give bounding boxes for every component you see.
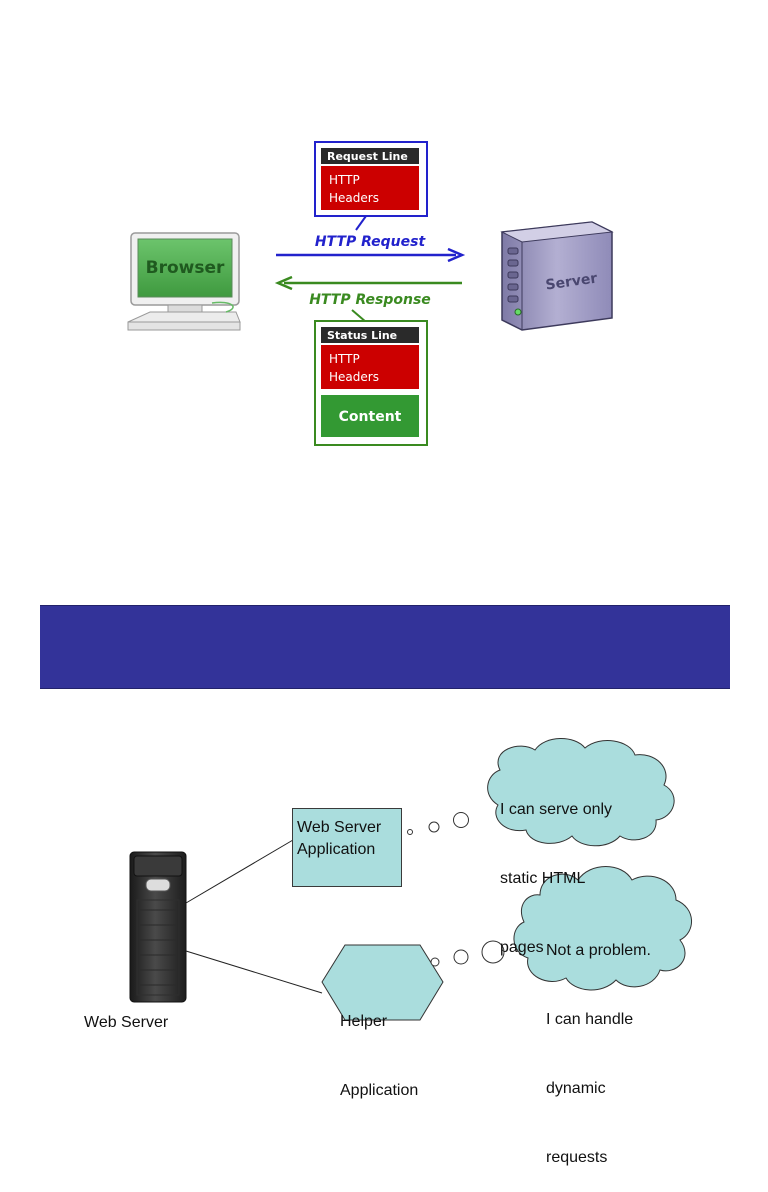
http-request-label: HTTP Request	[315, 234, 427, 250]
cloud-static-line-2: static HTML	[500, 870, 586, 887]
request-line-label: Request Line	[327, 150, 408, 163]
thought-bubbles-static	[407, 812, 469, 835]
helper-app-line-1: Helper	[340, 1013, 388, 1030]
response-headers-line-2: Headers	[329, 370, 379, 384]
thought-bubbles-dynamic	[430, 940, 505, 967]
web-server-tower-icon	[129, 851, 187, 1003]
cloud-static-line-1: I can serve only	[500, 801, 613, 818]
web-server-app-line-2: Application	[297, 841, 376, 858]
diagram-canvas: Browser Server Request Line HTTP Headers…	[127, 141, 692, 1021]
request-message-box: Request Line HTTP Headers	[314, 141, 428, 231]
response-message-box: Status Line HTTP Headers Content	[314, 309, 428, 446]
web-server-caption: Web Server	[84, 1014, 169, 1031]
browser-label: Browser	[146, 258, 225, 278]
response-headers-line-1: HTTP	[329, 352, 360, 366]
helper-app-line-2: Application	[340, 1082, 419, 1099]
blue-banner	[40, 605, 730, 689]
cloud-dynamic-line-2: I can handle	[546, 1011, 634, 1028]
browser-computer-icon: Browser	[127, 232, 241, 331]
server-icon: Server	[500, 221, 614, 331]
helper-application-label: Helper Application	[340, 964, 418, 1125]
helper-application-hexagon	[321, 944, 444, 1021]
web-server-app-line-1: Web Server	[297, 819, 382, 836]
request-headers-line-2: Headers	[329, 191, 379, 205]
cloud-dynamic-line-3: dynamic	[546, 1080, 606, 1097]
request-box-pointer	[355, 215, 367, 231]
status-line-label: Status Line	[327, 329, 397, 342]
web-server-application-box: Web Server Application	[292, 808, 402, 887]
request-headers-line-1: HTTP	[329, 173, 360, 187]
cloud-dynamic-line-4: requests	[546, 1149, 608, 1166]
content-label: Content	[339, 409, 402, 425]
server-label: Server	[545, 270, 599, 293]
cloud-dynamic-line-1: Not a problem.	[546, 942, 651, 959]
http-request-arrow: HTTP Request	[276, 234, 466, 263]
cloud-static-text: I can serve only static HTML pages	[500, 752, 612, 982]
cloud-static	[487, 738, 675, 847]
connector-to-helper-app	[185, 950, 323, 994]
http-response-arrow: HTTP Response	[274, 275, 462, 308]
cloud-dynamic-text: Not a problem. I can handle dynamic requ…	[546, 893, 651, 1192]
cloud-dynamic	[513, 866, 692, 991]
http-response-label: HTTP Response	[309, 292, 431, 308]
cloud-static-line-3: pages	[500, 939, 544, 956]
connector-to-web-server-app	[185, 839, 294, 904]
